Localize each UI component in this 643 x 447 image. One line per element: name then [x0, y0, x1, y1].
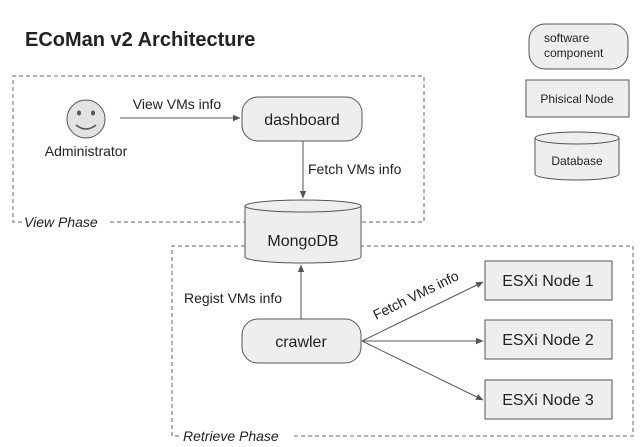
esxi-node-1	[484, 260, 613, 301]
legend-software-component-line2: component	[544, 46, 604, 60]
esxi-node-1-label: ESXi Node 1	[502, 273, 594, 290]
legend-software-component-shape	[528, 23, 629, 70]
esxi-node-2-label: ESXi Node 2	[502, 332, 594, 349]
mongodb-top	[244, 199, 362, 213]
edge-crawler-to-esxi-1	[361, 281, 484, 342]
mongodb-body	[244, 206, 362, 264]
crawler-label: crawler	[275, 334, 327, 351]
retrieve-phase-label: Retrieve Phase	[183, 428, 279, 444]
dashboard-node	[241, 96, 363, 142]
mongodb-label: MongoDB	[267, 233, 338, 250]
administrator-label: Administrator	[45, 143, 128, 159]
dashboard-label: dashboard	[264, 112, 340, 129]
legend-database-label: Database	[551, 154, 603, 168]
legend-physical-node-shape	[525, 79, 630, 118]
legend: software component Phisical Node Databas…	[525, 23, 630, 181]
diagram-title: ECoMan v2 Architecture	[25, 29, 255, 51]
edge-dashboard-to-mongodb-label: Fetch VMs info	[308, 161, 402, 177]
legend-physical-node-label: Phisical Node	[540, 92, 614, 106]
esxi-node-3-label: ESXi Node 3	[502, 392, 594, 409]
esxi-node-2	[484, 319, 613, 360]
legend-database-top	[534, 131, 620, 145]
view-phase-label: View Phase	[24, 214, 98, 230]
retrieve-phase-boundary	[171, 245, 634, 437]
legend-database-body	[534, 138, 620, 181]
legend-software-component-line1: software	[544, 31, 590, 45]
esxi-node-3	[484, 379, 613, 420]
administrator-icon	[66, 99, 106, 139]
view-phase-boundary	[12, 75, 425, 223]
edge-crawler-to-esxi-3	[361, 340, 484, 401]
edge-crawler-to-mongodb-label: Regist VMs info	[184, 290, 282, 306]
edge-admin-to-dashboard-label: View VMs info	[133, 96, 222, 112]
